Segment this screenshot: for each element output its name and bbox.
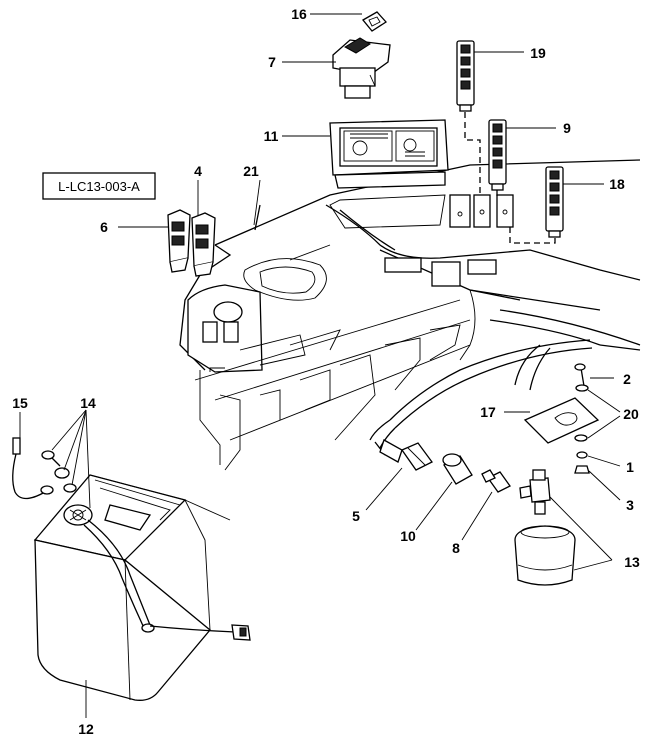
wiring-harness: [369, 309, 641, 456]
callout-13: 13: [624, 554, 640, 570]
part-8-sensor: [481, 469, 511, 493]
callout-17: 17: [480, 404, 496, 420]
callout-19: 19: [530, 45, 546, 61]
reference-code-box: L-LC13-003-A: [42, 172, 156, 200]
part-18-switch-strip: [545, 166, 564, 238]
installation-dashed-paths: [464, 112, 556, 244]
dashboard-console: [179, 159, 641, 471]
part-13-tee-and-filter: [514, 469, 576, 586]
part-9-switch-strip: [488, 119, 507, 191]
part-16-switch-cap: [362, 11, 387, 32]
callout-16: 16: [291, 6, 307, 22]
reference-code: L-LC13-003-A: [58, 179, 140, 194]
callout-20: 20: [623, 406, 639, 422]
callout-1: 1: [626, 459, 634, 475]
callout-2: 2: [623, 371, 631, 387]
part-7-rocker-switch: [332, 37, 391, 99]
part-4-6-switches: [167, 209, 216, 277]
callout-6: 6: [100, 219, 108, 235]
callout-5: 5: [352, 508, 360, 524]
callout-21: 21: [243, 163, 259, 179]
callout-10: 10: [400, 528, 416, 544]
leader-lines: [19, 13, 621, 718]
callout-11: 11: [264, 128, 279, 144]
fastener-stack: [574, 363, 590, 474]
callout-15: 15: [12, 395, 28, 411]
callout-18: 18: [609, 176, 625, 192]
part-15-wire-lead: [12, 437, 54, 500]
part-14-fasteners: [41, 450, 77, 493]
callout-7: 7: [268, 54, 276, 70]
part-17-gasket: [523, 397, 600, 444]
part-12-fuel-tank: [33, 474, 231, 701]
switch-panel-slots: [449, 194, 514, 228]
callout-14: 14: [80, 395, 96, 411]
callout-9: 9: [563, 120, 571, 136]
part-19-switch-strip: [456, 40, 475, 112]
callout-4: 4: [194, 163, 202, 179]
callout-12: 12: [78, 721, 94, 737]
callout-8: 8: [452, 540, 460, 556]
part-11-instrument-cluster: [329, 119, 449, 189]
callout-3: 3: [626, 497, 634, 513]
callout-labels: 16 7 19 11 9 18 4 21 6 2 17 20 1 3 5 10 …: [12, 6, 640, 737]
fuel-sender-unit: [63, 504, 251, 641]
part-10-adapter: [442, 453, 473, 485]
part-5-connector: [379, 439, 433, 471]
